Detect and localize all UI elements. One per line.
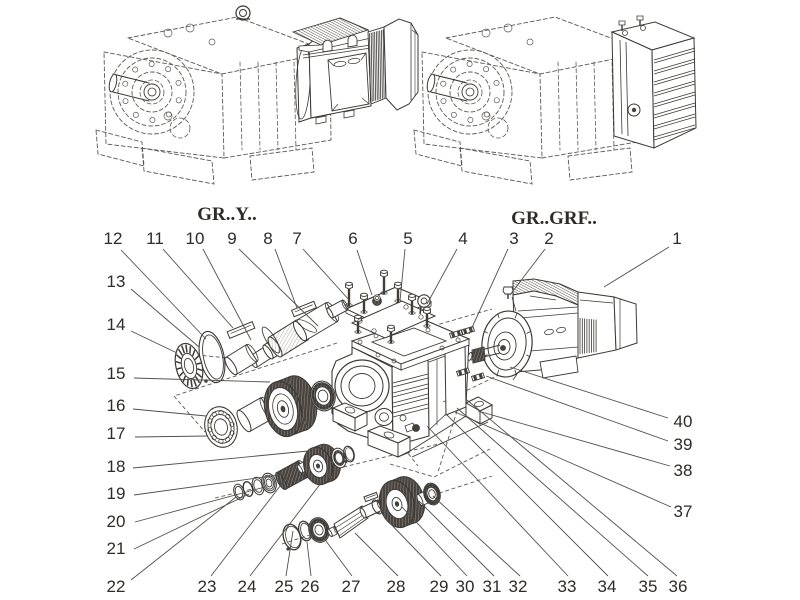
svg-text:23: 23 [198,577,217,596]
svg-text:16: 16 [107,396,126,415]
svg-text:3: 3 [509,229,518,248]
svg-text:8: 8 [263,229,272,248]
svg-text:13: 13 [107,272,126,291]
svg-text:7: 7 [292,229,301,248]
svg-text:5: 5 [403,229,412,248]
svg-text:6: 6 [348,229,357,248]
svg-text:36: 36 [669,577,688,596]
svg-text:1: 1 [672,229,681,248]
svg-text:32: 32 [509,577,528,596]
svg-text:25: 25 [275,577,294,596]
svg-text:27: 27 [342,577,361,596]
svg-text:26: 26 [301,577,320,596]
svg-text:39: 39 [674,435,693,454]
svg-text:22: 22 [107,577,126,596]
svg-text:GR..GRF..: GR..GRF.. [511,208,597,229]
svg-text:37: 37 [674,502,693,521]
svg-text:34: 34 [598,577,617,596]
svg-text:4: 4 [458,229,467,248]
svg-text:15: 15 [107,364,126,383]
svg-text:38: 38 [674,461,693,480]
svg-text:30: 30 [456,577,475,596]
svg-text:28: 28 [387,577,406,596]
svg-text:11: 11 [146,229,164,248]
svg-text:35: 35 [639,577,658,596]
svg-text:33: 33 [558,577,577,596]
svg-text:31: 31 [483,577,502,596]
svg-text:20: 20 [107,512,126,531]
svg-text:14: 14 [107,315,126,334]
svg-text:40: 40 [674,412,693,431]
svg-text:12: 12 [104,229,123,248]
svg-text:GR..Y..: GR..Y.. [197,204,256,225]
svg-text:24: 24 [238,577,257,596]
svg-text:18: 18 [107,457,126,476]
svg-text:2: 2 [544,229,553,248]
svg-text:10: 10 [186,229,205,248]
svg-text:29: 29 [430,577,449,596]
svg-text:9: 9 [227,229,236,248]
svg-text:19: 19 [107,484,126,503]
svg-text:17: 17 [107,424,126,443]
svg-text:21: 21 [107,539,126,558]
